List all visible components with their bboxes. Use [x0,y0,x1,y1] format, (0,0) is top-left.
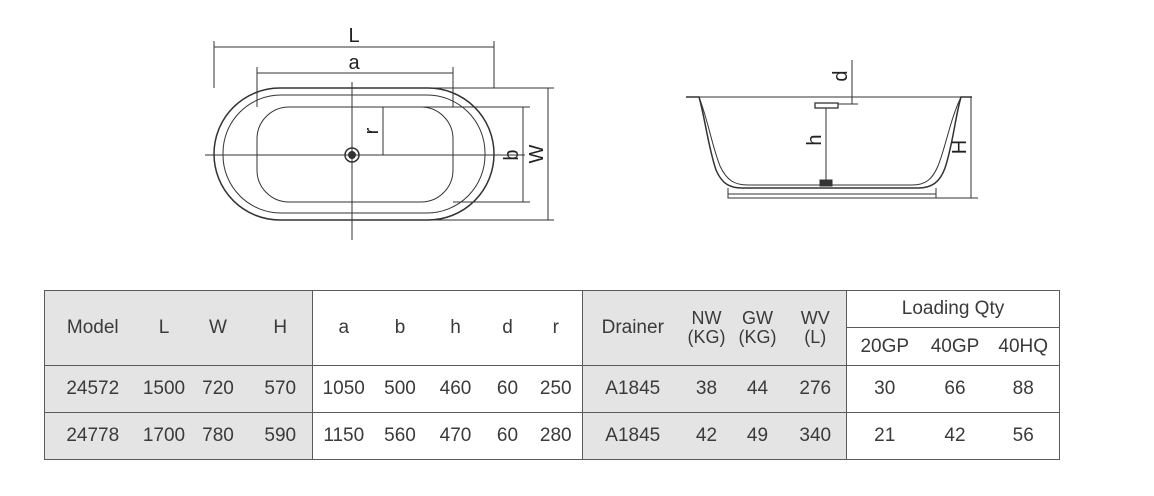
tub-side-base [727,188,937,199]
header-W: W [187,290,249,366]
header-gw: GW (KG) [730,290,785,366]
cell-40hq: 56 [987,412,1060,460]
cell-W: 780 [187,412,249,460]
cell-model: 24778 [44,412,141,460]
cell-d: 60 [485,365,530,413]
tub-rim-inner [222,94,486,214]
cell-drainer: A1845 [582,365,683,413]
cell-nw: 38 [682,365,731,413]
cell-a: 1050 [312,365,375,413]
cell-h: 460 [425,365,486,413]
header-drainer: Drainer [582,290,683,366]
cell-h: 470 [425,412,486,460]
header-20gp: 20GP [846,327,923,366]
header-gw-label: GW [742,308,773,328]
cell-40gp: 66 [922,365,988,413]
cell-H: 570 [248,365,313,413]
table-row: 24572 1500 720 570 1050 500 460 60 250 A… [44,365,1060,413]
tub-outer-rim [213,87,495,221]
tub-side-inner [698,96,962,186]
drain-outer [344,147,360,163]
cell-d: 60 [485,412,530,460]
label-r: r [361,127,383,134]
label-b: b [501,149,523,160]
cell-r: 280 [529,412,583,460]
technical-drawing: L a r b W d h H [205,25,978,240]
header-gw-unit: (KG) [738,327,777,347]
cell-nw: 42 [682,412,731,460]
cell-wv: 340 [784,412,847,460]
header-wv-label: WV [800,308,830,328]
table-header-row: Model L W H a b h d r Drainer NW (KG) GW… [44,290,1060,366]
cell-r: 250 [529,365,583,413]
header-d: d [485,290,530,366]
side-drain [819,179,833,187]
header-model: Model [44,290,141,366]
header-r: r [529,290,583,366]
header-40gp: 40GP [922,327,988,366]
header-h: h [425,290,486,366]
tub-side-outer [686,96,972,189]
side-overflow [814,102,839,109]
label-H: H [949,140,971,154]
header-nw-label: NW [691,308,722,328]
header-H: H [248,290,313,366]
label-h: h [804,134,826,145]
header-nw: NW (KG) [682,290,731,366]
header-loading-qty: Loading Qty [846,290,1060,328]
spec-table: Model L W H a b h d r Drainer NW (KG) GW… [44,290,1060,460]
cell-W: 720 [187,365,249,413]
label-L: L [348,25,359,47]
side-view [686,60,978,199]
cell-b: 500 [374,365,426,413]
label-d: d [830,70,852,81]
cell-b: 560 [374,412,426,460]
cell-model: 24572 [44,365,141,413]
cell-20gp: 30 [846,365,923,413]
label-W: W [526,144,548,163]
header-L: L [140,290,188,366]
header-b: b [374,290,426,366]
header-nw-unit: (KG) [687,327,726,347]
cell-40hq: 88 [987,365,1060,413]
drain-inner [348,151,356,159]
header-wv-unit: (L) [804,327,827,347]
label-a: a [348,52,360,74]
cell-gw: 49 [730,412,785,460]
header-40hq: 40HQ [987,327,1060,366]
cell-wv: 276 [784,365,847,413]
cell-gw: 44 [730,365,785,413]
header-a: a [312,290,375,366]
top-view [205,41,554,240]
cell-L: 1700 [140,412,188,460]
cell-20gp: 21 [846,412,923,460]
table-subheader-row: 20GP 40GP 40HQ [45,327,1060,366]
table-row: 24778 1700 780 590 1150 560 470 60 280 A… [44,412,1060,460]
cell-H: 590 [248,412,313,460]
cell-40gp: 42 [922,412,988,460]
header-wv: WV (L) [784,290,847,366]
cell-drainer: A1845 [582,412,683,460]
cell-a: 1150 [312,412,375,460]
cell-L: 1500 [140,365,188,413]
